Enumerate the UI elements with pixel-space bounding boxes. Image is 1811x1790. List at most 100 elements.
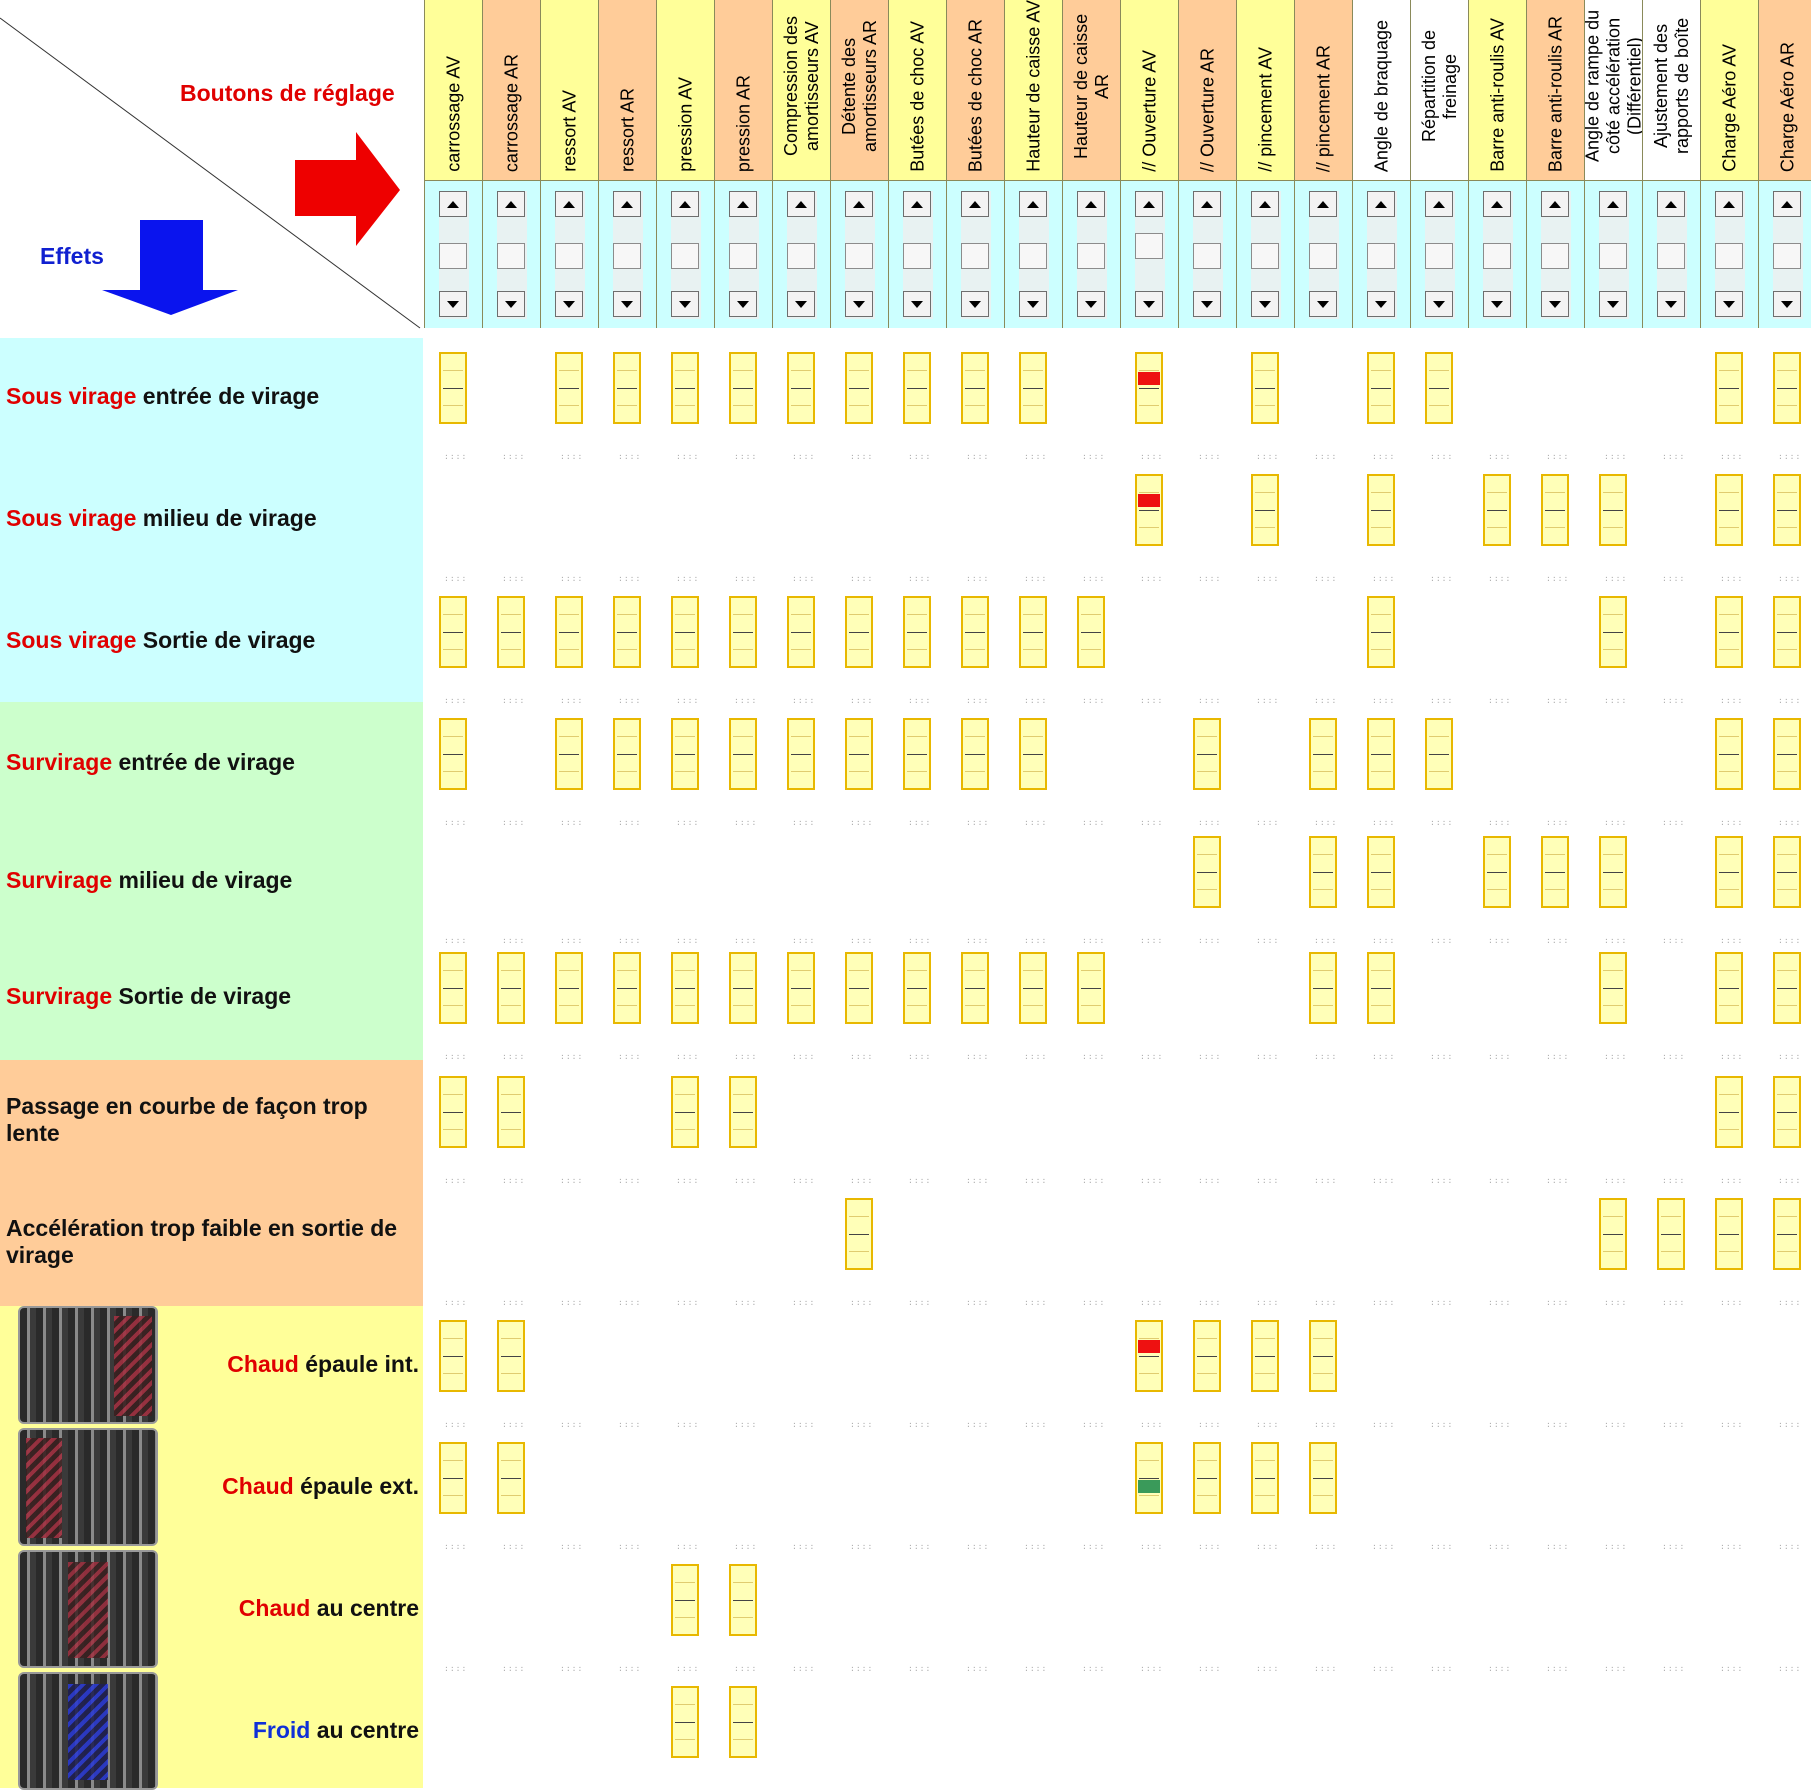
spinner-thumb[interactable]	[1308, 243, 1337, 269]
increase-arrow-button[interactable]	[1018, 191, 1047, 217]
spinner-thumb[interactable]	[1772, 243, 1801, 269]
adjustment-spinner[interactable]	[1308, 191, 1339, 319]
decrease-arrow-button[interactable]	[1192, 291, 1221, 317]
decrease-arrow-button[interactable]	[902, 291, 931, 317]
decrease-arrow-button[interactable]	[844, 291, 873, 317]
adjustment-spinner[interactable]	[1134, 191, 1165, 319]
increase-arrow-button[interactable]	[1424, 191, 1453, 217]
increase-arrow-button[interactable]	[902, 191, 931, 217]
adjustment-spinner[interactable]	[1598, 191, 1629, 319]
adjustment-spinner[interactable]	[496, 191, 527, 319]
adjustment-spinner[interactable]	[1714, 191, 1745, 319]
indicator-quarter-line	[559, 771, 579, 772]
spinner-thumb[interactable]	[670, 243, 699, 269]
decrease-arrow-button[interactable]	[1134, 291, 1163, 317]
adjustment-spinner[interactable]	[728, 191, 759, 319]
increase-arrow-button[interactable]	[612, 191, 641, 217]
increase-arrow-button[interactable]	[1540, 191, 1569, 217]
decrease-arrow-button[interactable]	[554, 291, 583, 317]
spinner-thumb[interactable]	[1366, 243, 1395, 269]
increase-arrow-button[interactable]	[438, 191, 467, 217]
decrease-arrow-button[interactable]	[496, 291, 525, 317]
decrease-arrow-button[interactable]	[1540, 291, 1569, 317]
increase-arrow-button[interactable]	[1366, 191, 1395, 217]
spinner-thumb[interactable]	[1134, 233, 1163, 259]
spinner-thumb[interactable]	[1482, 243, 1511, 269]
increase-arrow-button[interactable]	[1598, 191, 1627, 217]
increase-arrow-button[interactable]	[844, 191, 873, 217]
increase-arrow-button[interactable]	[1714, 191, 1743, 217]
increase-arrow-button[interactable]	[1482, 191, 1511, 217]
increase-arrow-button[interactable]	[1656, 191, 1685, 217]
adjustment-spinner[interactable]	[670, 191, 701, 319]
adjustment-spinner[interactable]	[612, 191, 643, 319]
decrease-arrow-button[interactable]	[1772, 291, 1801, 317]
adjustment-spinner[interactable]	[1424, 191, 1455, 319]
decrease-arrow-button[interactable]	[1250, 291, 1279, 317]
decrease-arrow-button[interactable]	[1366, 291, 1395, 317]
increase-arrow-button[interactable]	[960, 191, 989, 217]
spinner-thumb[interactable]	[612, 243, 641, 269]
increase-arrow-button[interactable]	[670, 191, 699, 217]
adjustment-spinner[interactable]	[1772, 191, 1803, 319]
decrease-arrow-button[interactable]	[1308, 291, 1337, 317]
increase-arrow-button[interactable]	[786, 191, 815, 217]
decrease-arrow-button[interactable]	[1598, 291, 1627, 317]
decrease-arrow-button[interactable]	[786, 291, 815, 317]
spinner-thumb[interactable]	[554, 243, 583, 269]
spinner-thumb[interactable]	[1424, 243, 1453, 269]
spinner-thumb[interactable]	[960, 243, 989, 269]
decrease-arrow-button[interactable]	[960, 291, 989, 317]
indicator-quarter-line	[617, 370, 637, 372]
spinner-thumb[interactable]	[496, 243, 525, 269]
increase-arrow-button[interactable]	[1250, 191, 1279, 217]
decrease-arrow-button[interactable]	[1076, 291, 1105, 317]
adjustment-spinner[interactable]	[844, 191, 875, 319]
increase-arrow-button[interactable]	[554, 191, 583, 217]
spinner-thumb[interactable]	[728, 243, 757, 269]
spinner-thumb[interactable]	[1598, 243, 1627, 269]
decrease-arrow-button[interactable]	[728, 291, 757, 317]
spinner-thumb[interactable]	[786, 243, 815, 269]
spinner-thumb[interactable]	[1714, 243, 1743, 269]
adjustment-spinner[interactable]	[1250, 191, 1281, 319]
decrease-arrow-button[interactable]	[612, 291, 641, 317]
spinner-thumb[interactable]	[438, 243, 467, 269]
adjustment-spinner[interactable]	[1192, 191, 1223, 319]
adjustment-spinner[interactable]	[1482, 191, 1513, 319]
adjustment-spinner[interactable]	[902, 191, 933, 319]
decrease-arrow-button[interactable]	[1424, 291, 1453, 317]
adjustment-spinner[interactable]	[786, 191, 817, 319]
spinner-thumb[interactable]	[844, 243, 873, 269]
decrease-arrow-button[interactable]	[1656, 291, 1685, 317]
increase-arrow-button[interactable]	[1134, 191, 1163, 217]
increase-arrow-button[interactable]	[1308, 191, 1337, 217]
adjustment-spinner[interactable]	[554, 191, 585, 319]
decrease-arrow-button[interactable]	[670, 291, 699, 317]
increase-arrow-button[interactable]	[728, 191, 757, 217]
decrease-arrow-button[interactable]	[1482, 291, 1511, 317]
adjustment-spinner[interactable]	[1366, 191, 1397, 319]
decrease-arrow-button[interactable]	[1714, 291, 1743, 317]
adjustment-spinner[interactable]	[960, 191, 991, 319]
spinner-thumb[interactable]	[1250, 243, 1279, 269]
spinner-thumb[interactable]	[1540, 243, 1569, 269]
column-header-label: // Ouverture AR	[1197, 47, 1217, 172]
adjustment-spinner[interactable]	[1656, 191, 1687, 319]
decrease-arrow-button[interactable]	[438, 291, 467, 317]
spinner-thumb[interactable]	[1076, 243, 1105, 269]
spinner-thumb[interactable]	[1018, 243, 1047, 269]
adjustment-spinner[interactable]	[1076, 191, 1107, 319]
spinner-thumb[interactable]	[902, 243, 931, 269]
adjustment-spinner[interactable]	[1540, 191, 1571, 319]
increase-arrow-button[interactable]	[1076, 191, 1105, 217]
increase-arrow-button[interactable]	[496, 191, 525, 217]
spinner-thumb[interactable]	[1656, 243, 1685, 269]
increase-arrow-button[interactable]	[1772, 191, 1801, 217]
decrease-arrow-button[interactable]	[1018, 291, 1047, 317]
adjustment-spinner[interactable]	[438, 191, 469, 319]
increase-arrow-button[interactable]	[1192, 191, 1221, 217]
column-header-label: Angle de braquage	[1371, 19, 1391, 172]
adjustment-spinner[interactable]	[1018, 191, 1049, 319]
spinner-thumb[interactable]	[1192, 243, 1221, 269]
